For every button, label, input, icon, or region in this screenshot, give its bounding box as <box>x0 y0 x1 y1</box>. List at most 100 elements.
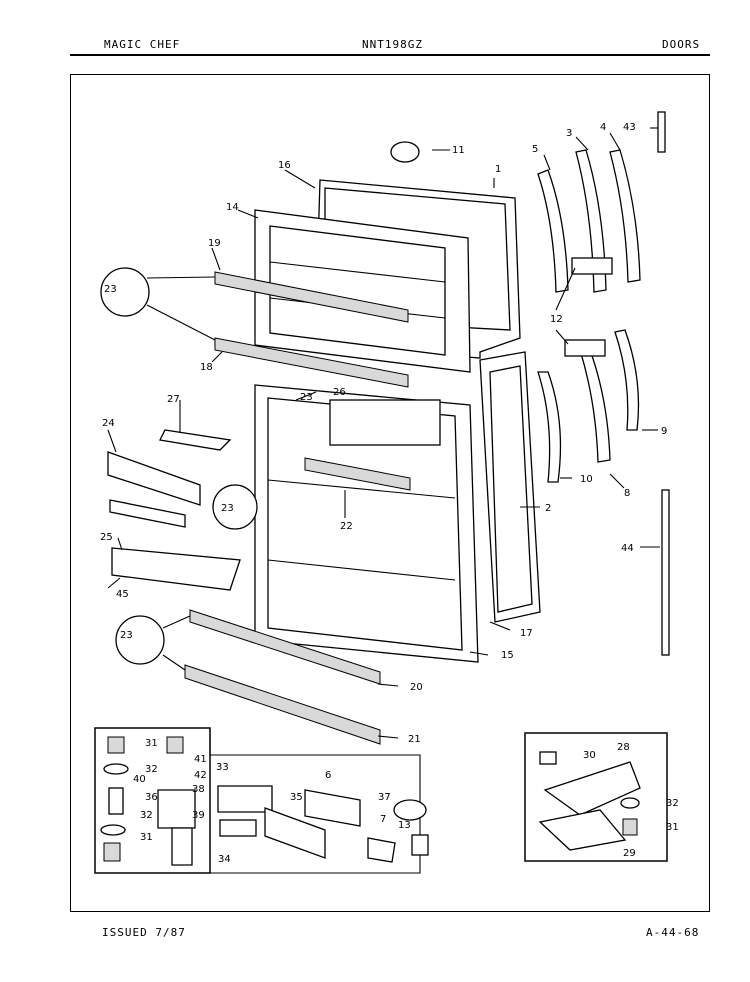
leader-lines <box>107 127 660 739</box>
callout-25: 25 <box>100 532 113 543</box>
hinge-39 <box>171 827 193 866</box>
trim-strip-44 <box>661 489 670 656</box>
callout-31c: 31 <box>666 822 679 833</box>
cap-41 <box>166 736 184 754</box>
callout-23a: 23 <box>104 284 117 295</box>
bracket-33 <box>217 785 273 813</box>
callout-23d: 23 <box>300 392 313 403</box>
cap-detail-1 <box>100 267 150 317</box>
hardware-inset-mid <box>209 728 421 874</box>
header-rule <box>70 54 710 56</box>
hinge-8 <box>579 349 611 463</box>
callout-14: 14 <box>226 202 239 213</box>
callout-1: 1 <box>495 164 501 175</box>
washer-32b <box>100 824 126 836</box>
handle-5 <box>537 169 569 293</box>
cap-detail-3 <box>115 615 165 665</box>
bracket-6 <box>304 789 361 827</box>
model-number: NNT198GZ <box>362 38 423 51</box>
cap-31b <box>103 842 121 862</box>
callout-39: 39 <box>192 810 205 821</box>
callout-18: 18 <box>200 362 213 373</box>
callout-21: 21 <box>408 734 421 745</box>
callout-11: 11 <box>452 145 465 156</box>
brand-label: MAGIC CHEF <box>104 38 181 51</box>
screw-30 <box>539 751 557 765</box>
callout-38: 38 <box>192 784 205 795</box>
pin-36 <box>108 787 124 815</box>
shelf-bar-19 <box>214 271 409 323</box>
callout-13: 13 <box>398 820 411 831</box>
door-plug <box>390 141 420 163</box>
callout-27: 27 <box>167 394 180 405</box>
callout-40: 40 <box>133 774 146 785</box>
callout-29: 29 <box>623 848 636 859</box>
butter-compartment <box>107 451 201 506</box>
plate-29 <box>538 809 627 851</box>
callout-9: 9 <box>661 426 667 437</box>
cap-31a <box>107 736 125 754</box>
callout-20: 20 <box>410 682 423 693</box>
handle-9 <box>614 329 640 431</box>
callout-5: 5 <box>532 144 538 155</box>
washer-32a <box>103 763 129 775</box>
callout-37: 37 <box>378 792 391 803</box>
callout-labels: 1 2 3 4 5 6 7 8 9 10 11 12 13 14 15 16 1… <box>100 122 679 865</box>
clip-7 <box>367 837 396 863</box>
callout-8: 8 <box>624 488 630 499</box>
butter-trim <box>109 499 186 528</box>
hardware-inset-left <box>94 727 211 874</box>
callout-41: 41 <box>194 754 207 765</box>
trim-strip-43 <box>657 111 666 153</box>
callout-31b: 31 <box>140 832 153 843</box>
stop-13 <box>411 834 429 856</box>
handle-3 <box>575 149 607 293</box>
callout-7: 7 <box>380 814 386 825</box>
fresh-food-door-panel <box>479 351 541 623</box>
cap-31c <box>622 818 638 836</box>
handle-4 <box>609 149 641 283</box>
issued-date: ISSUED 7/87 <box>102 926 186 939</box>
handle-10 <box>537 371 562 483</box>
hinge-plate-12a <box>571 257 613 275</box>
butter-door <box>159 429 232 451</box>
callout-16: 16 <box>278 160 291 171</box>
callout-45: 45 <box>116 589 129 600</box>
callout-31a: 31 <box>145 738 158 749</box>
callout-17: 17 <box>520 628 533 639</box>
callout-2: 2 <box>545 503 551 514</box>
callout-33: 33 <box>216 762 229 773</box>
callout-4: 4 <box>600 122 606 133</box>
hardware-inset-right <box>524 732 668 862</box>
page-code: A-44-68 <box>646 926 700 939</box>
callout-19: 19 <box>208 238 221 249</box>
button-37 <box>393 799 427 821</box>
fresh-food-door-liner <box>254 384 479 663</box>
washer-32c <box>620 797 640 809</box>
callout-34: 34 <box>218 854 231 865</box>
callout-44: 44 <box>621 543 634 554</box>
callout-24: 24 <box>102 418 115 429</box>
callout-28: 28 <box>617 742 630 753</box>
shelf-bar-22 <box>304 457 411 491</box>
section-title: DOORS <box>662 38 701 51</box>
shim-34 <box>219 819 257 837</box>
callout-32a: 32 <box>145 764 158 775</box>
callout-35: 35 <box>290 792 303 803</box>
callout-23c: 23 <box>120 630 133 641</box>
callout-30: 30 <box>583 750 596 761</box>
bracket-35 <box>264 807 326 859</box>
hinge-plate-12b <box>564 339 606 357</box>
callout-3: 3 <box>566 128 572 139</box>
dairy-compartment <box>329 399 441 446</box>
shelf-bar-18 <box>214 337 409 388</box>
freezer-door-liner <box>254 209 471 373</box>
callout-42: 42 <box>194 770 207 781</box>
hinge-38 <box>157 789 196 829</box>
hinge-28 <box>543 761 641 816</box>
callout-26: 26 <box>333 387 346 398</box>
cap-detail-2 <box>212 484 258 530</box>
callout-15: 15 <box>501 650 514 661</box>
callout-22: 22 <box>340 521 353 532</box>
